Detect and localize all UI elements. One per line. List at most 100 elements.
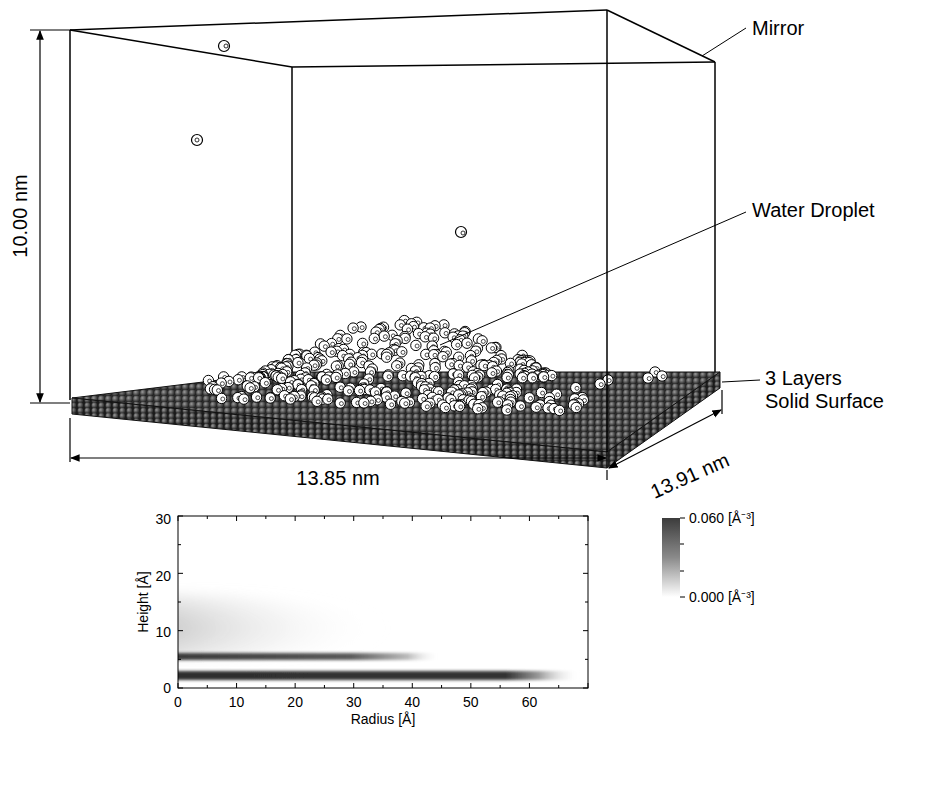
water-molecule	[454, 401, 464, 411]
water-molecule	[344, 372, 348, 376]
density-cloud	[178, 594, 388, 662]
axis-tick	[412, 683, 413, 688]
y-tick-label: 0	[163, 680, 171, 696]
axis-tick	[583, 516, 588, 517]
water-molecule	[458, 356, 462, 360]
water-molecule	[323, 345, 327, 349]
water-molecule	[491, 347, 495, 351]
callout-label: Mirror	[752, 17, 804, 40]
axis-tick	[500, 516, 501, 519]
water-molecule	[343, 386, 353, 396]
surface-side	[607, 372, 720, 468]
water-molecule	[277, 388, 281, 392]
leader-line	[440, 212, 746, 345]
water-molecule	[400, 398, 410, 408]
water-molecule	[661, 375, 665, 379]
colorbar	[662, 518, 680, 597]
water-molecule	[348, 389, 352, 393]
water-molecule	[595, 379, 605, 389]
axis-tick	[353, 516, 354, 521]
water-molecule	[434, 366, 438, 370]
water-molecule	[312, 396, 322, 406]
axis-tick	[588, 516, 589, 521]
x-tick-label: 50	[463, 694, 479, 710]
water-molecule	[220, 382, 224, 386]
water-molecule	[192, 135, 203, 146]
water-molecule	[487, 368, 497, 378]
colorbar-tick	[680, 571, 684, 572]
water-molecule	[224, 44, 228, 48]
axis-tick	[178, 516, 179, 521]
water-molecule	[444, 331, 448, 335]
water-molecule	[443, 324, 447, 328]
water-molecule	[369, 333, 379, 343]
axis-tick	[178, 630, 183, 631]
water-molecule	[481, 339, 485, 343]
water-molecule	[339, 402, 343, 406]
water-molecule	[326, 379, 330, 383]
extension-line	[69, 418, 70, 462]
water-molecule	[264, 381, 268, 385]
water-molecule	[466, 342, 470, 346]
x-tick-label: 0	[174, 694, 182, 710]
axis-tick	[178, 544, 181, 545]
axis-tick	[500, 685, 501, 688]
axis-tick	[529, 683, 530, 688]
water-molecule	[404, 402, 408, 406]
solid-surface	[72, 372, 720, 468]
axis-tick	[265, 685, 266, 688]
extension-line	[721, 390, 722, 414]
axis-tick	[236, 683, 237, 688]
box-edge	[607, 10, 715, 62]
water-molecule	[285, 394, 295, 404]
extension-line	[30, 402, 70, 403]
water-molecule	[336, 365, 340, 369]
leader-line	[722, 380, 760, 382]
water-molecule	[265, 393, 275, 403]
water-molecule	[245, 383, 255, 393]
water-molecule	[551, 374, 555, 378]
water-molecule	[433, 353, 437, 357]
water-molecule	[497, 401, 501, 405]
axis-tick	[585, 602, 588, 603]
dimension-lines	[30, 30, 722, 480]
x-tick-label: 20	[287, 694, 303, 710]
water-molecule	[456, 227, 467, 238]
axis-title: Radius [Å]	[351, 711, 416, 727]
water-molecule	[481, 395, 485, 399]
axis-tick	[441, 516, 442, 519]
water-molecule	[371, 353, 375, 357]
water-molecule	[327, 398, 331, 402]
water-molecule	[216, 393, 226, 403]
water-molecule	[359, 389, 363, 393]
axis-tick	[178, 602, 181, 603]
colorbar-tick	[680, 544, 684, 545]
water-molecule	[237, 378, 241, 382]
water-molecule	[321, 375, 331, 385]
colorbar-tick	[680, 597, 685, 598]
dimension-label: 13.85 nm	[296, 467, 379, 490]
water-molecule	[502, 405, 512, 415]
dimension-arrow	[39, 31, 40, 402]
water-molecule	[571, 402, 581, 412]
y-tick-label: 10	[155, 624, 171, 640]
water-molecule	[421, 401, 431, 411]
water-molecule	[575, 406, 579, 410]
axis-tick	[583, 573, 588, 574]
water-molecule	[440, 402, 450, 412]
water-molecule	[374, 337, 378, 341]
water-molecule	[397, 347, 407, 357]
water-molecule	[256, 396, 260, 400]
water-molecule	[383, 335, 387, 339]
water-molecule	[571, 383, 581, 393]
dimension-label: 13.91 nm	[647, 449, 733, 504]
water-molecule	[348, 323, 358, 333]
water-molecule	[506, 376, 510, 380]
leader-line	[702, 28, 746, 56]
y-tick-label: 30	[155, 511, 171, 527]
colorbar-label: 0.000 [Å⁻³]	[689, 589, 755, 605]
water-molecule	[386, 356, 390, 360]
water-molecule	[434, 375, 438, 379]
water-molecule	[323, 394, 333, 404]
water-molecule	[607, 379, 611, 383]
